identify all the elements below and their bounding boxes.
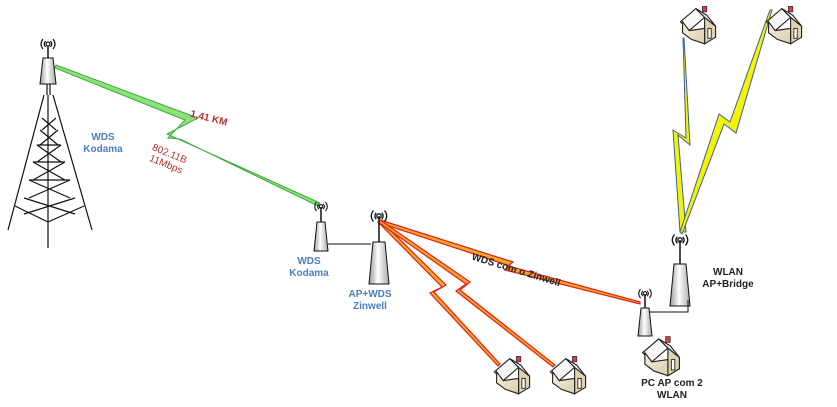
pc-ap-antenna: [637, 288, 653, 337]
wds-kodama-antenna: [313, 201, 329, 252]
tower-antenna: [39, 38, 57, 85]
wds-kodama-label-line1: WDS: [297, 256, 321, 267]
ap-wds-label-line1: AP+WDS: [348, 289, 391, 300]
backhaul-link: [54, 64, 321, 207]
house-icon: [549, 355, 587, 395]
zinwell-link-label: WDS com o Zinwell: [470, 252, 562, 290]
wlan-bridge-links: [672, 9, 773, 235]
tower-label-line1: WDS: [91, 132, 115, 143]
pc-ap-label-line2: WLAN: [657, 390, 687, 401]
red-orange-bolt-wds: [379, 219, 641, 305]
pc-ap-label-line1: PC AP com 2: [641, 378, 703, 389]
red-orange-bolt-house1: [377, 219, 501, 367]
green-lightning-bolt: [54, 64, 321, 207]
link-distance-label: 1,41 KM: [189, 109, 228, 129]
yellow-bolt-house-right: [679, 9, 773, 235]
house-icon: [642, 336, 680, 377]
house-icon: [493, 355, 531, 395]
wired-link: [649, 300, 689, 313]
ap-wds-label-line2: Zinwell: [353, 301, 387, 312]
tower-label-line2: Kodama: [83, 144, 123, 155]
zinwell-links: [377, 219, 641, 368]
wlan-bridge-label-line1: WLAN: [713, 267, 743, 278]
yellow-bolt-house-left: [672, 37, 691, 233]
wlan-bridge-label-line2: AP+Bridge: [702, 279, 754, 290]
wlan-bridge-antenna: [669, 233, 691, 307]
red-orange-bolt-house2: [377, 219, 556, 368]
lattice-tower: [7, 84, 93, 248]
wds-kodama-label-line2: Kodama: [289, 268, 329, 279]
ap-wds-antenna: [368, 209, 390, 285]
house-icon: [679, 5, 717, 45]
